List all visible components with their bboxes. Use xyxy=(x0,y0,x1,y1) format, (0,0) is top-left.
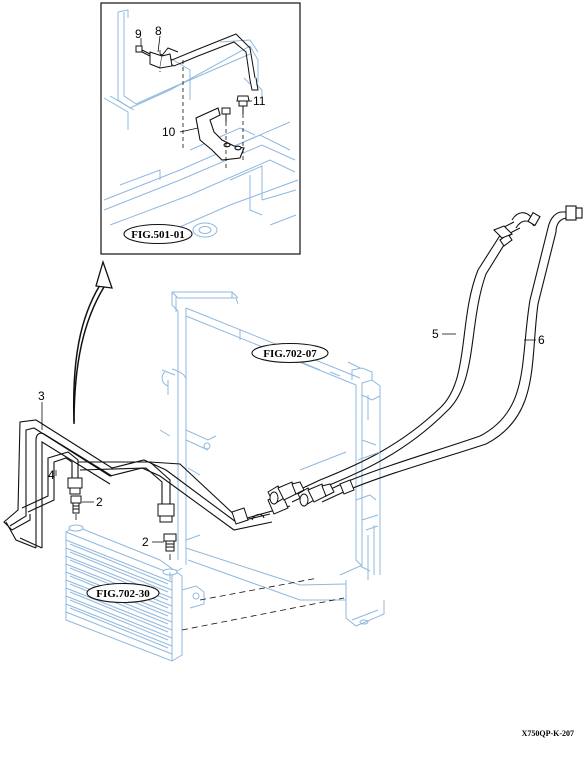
main-leaders xyxy=(41,333,536,543)
inset-leaders xyxy=(140,35,252,133)
fig-ref-radiator-label: FIG.702-07 xyxy=(263,348,317,360)
callout-2a: 2 xyxy=(96,495,103,509)
radiator-crossbar xyxy=(299,451,381,471)
fig-ref-bubble-inset[interactable]: FIG.501-01 xyxy=(123,223,193,245)
adapter-2a xyxy=(70,495,82,514)
callout-5: 5 xyxy=(432,327,439,341)
detail-arrow xyxy=(72,259,113,425)
callout-4: 4 xyxy=(48,468,55,482)
bolt-10a xyxy=(221,107,231,122)
hose-5 xyxy=(289,211,541,503)
fig-ref-bubble-radiator[interactable]: FIG.702-07 xyxy=(251,342,329,364)
screw-9 xyxy=(135,45,151,57)
callout-10: 10 xyxy=(162,125,176,139)
steel-pipe-4 xyxy=(21,451,291,521)
hose-6 xyxy=(319,205,583,503)
inset-detail: 9 8 10 11 FIG.501-01 xyxy=(100,2,301,255)
callout-9: 9 xyxy=(135,27,142,41)
fig-ref-cooler-label: FIG.702-30 xyxy=(96,588,150,600)
adapter-2b xyxy=(163,533,177,552)
drawing-number: X750QP-K-207 xyxy=(522,729,574,738)
callout-8: 8 xyxy=(155,24,162,38)
bolt-11 xyxy=(236,95,250,114)
fig-ref-bubble-cooler[interactable]: FIG.702-30 xyxy=(86,582,160,604)
callout-2b: 2 xyxy=(142,535,149,549)
radiator-frame xyxy=(159,291,385,627)
callout-11: 11 xyxy=(253,94,266,108)
callout-3: 3 xyxy=(38,389,45,403)
steel-pipe-3 xyxy=(3,419,273,549)
bracket-10 xyxy=(195,107,245,161)
callout-6: 6 xyxy=(538,333,545,347)
hose-fittings xyxy=(267,479,355,507)
clamp-8 xyxy=(149,51,173,69)
fig-ref-inset-label: FIG.501-01 xyxy=(131,229,184,241)
